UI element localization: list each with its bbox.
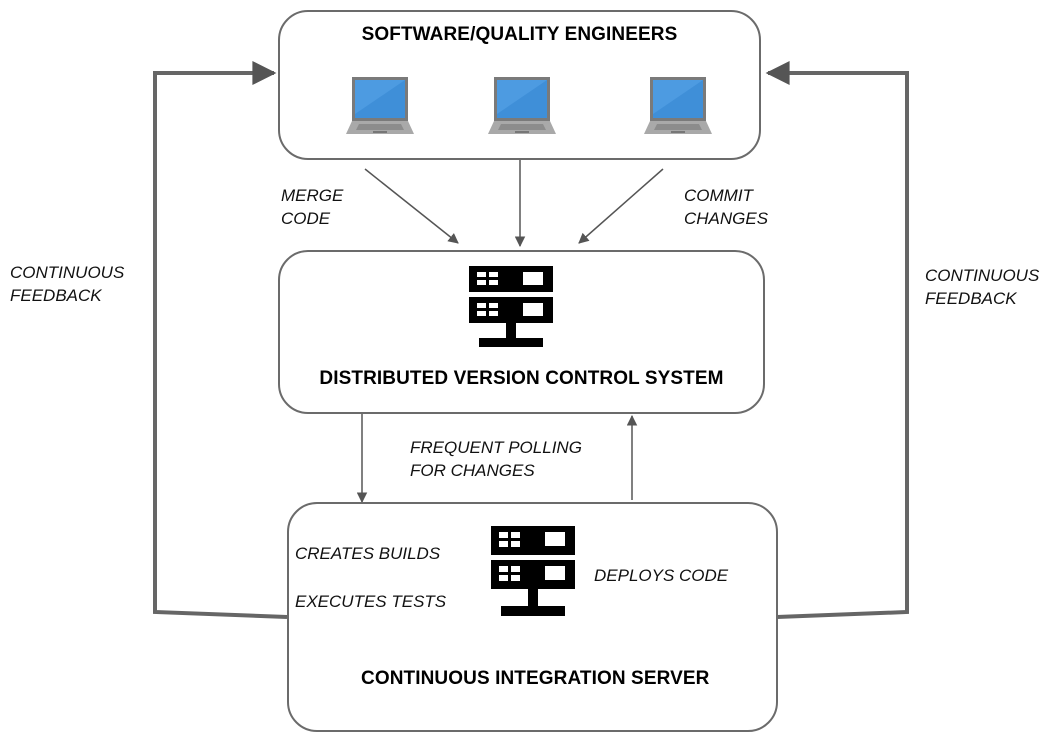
- engineers-node: SOFTWARE/QUALITY ENGINEERS: [278, 10, 761, 160]
- laptop-icon: [346, 77, 414, 134]
- feedback-left-loop: [153, 61, 288, 619]
- commit-arrow: [578, 168, 664, 244]
- laptop-icon: [488, 77, 556, 134]
- ci-activity-deploy: DEPLOYS CODE: [594, 566, 729, 585]
- engineers-title: SOFTWARE/QUALITY ENGINEERS: [361, 24, 678, 45]
- server-icon: [469, 266, 553, 347]
- ci-activity-tests: EXECUTES TESTS: [295, 592, 447, 611]
- merge-arrow: [364, 168, 459, 244]
- ci-title: CONTINUOUS INTEGRATION SERVER: [361, 668, 710, 689]
- feedback-right-loop: [765, 61, 909, 619]
- vcs-title: DISTRIBUTED VERSION CONTROL SYSTEM: [319, 368, 724, 389]
- ci-activity-builds: CREATES BUILDS: [295, 544, 441, 563]
- server-icon: [491, 526, 575, 616]
- ci-node: CREATES BUILDS EXECUTES TESTS DEPLOYS CO…: [287, 502, 778, 732]
- laptop-icon: [644, 77, 712, 134]
- vcs-node: DISTRIBUTED VERSION CONTROL SYSTEM: [278, 250, 765, 414]
